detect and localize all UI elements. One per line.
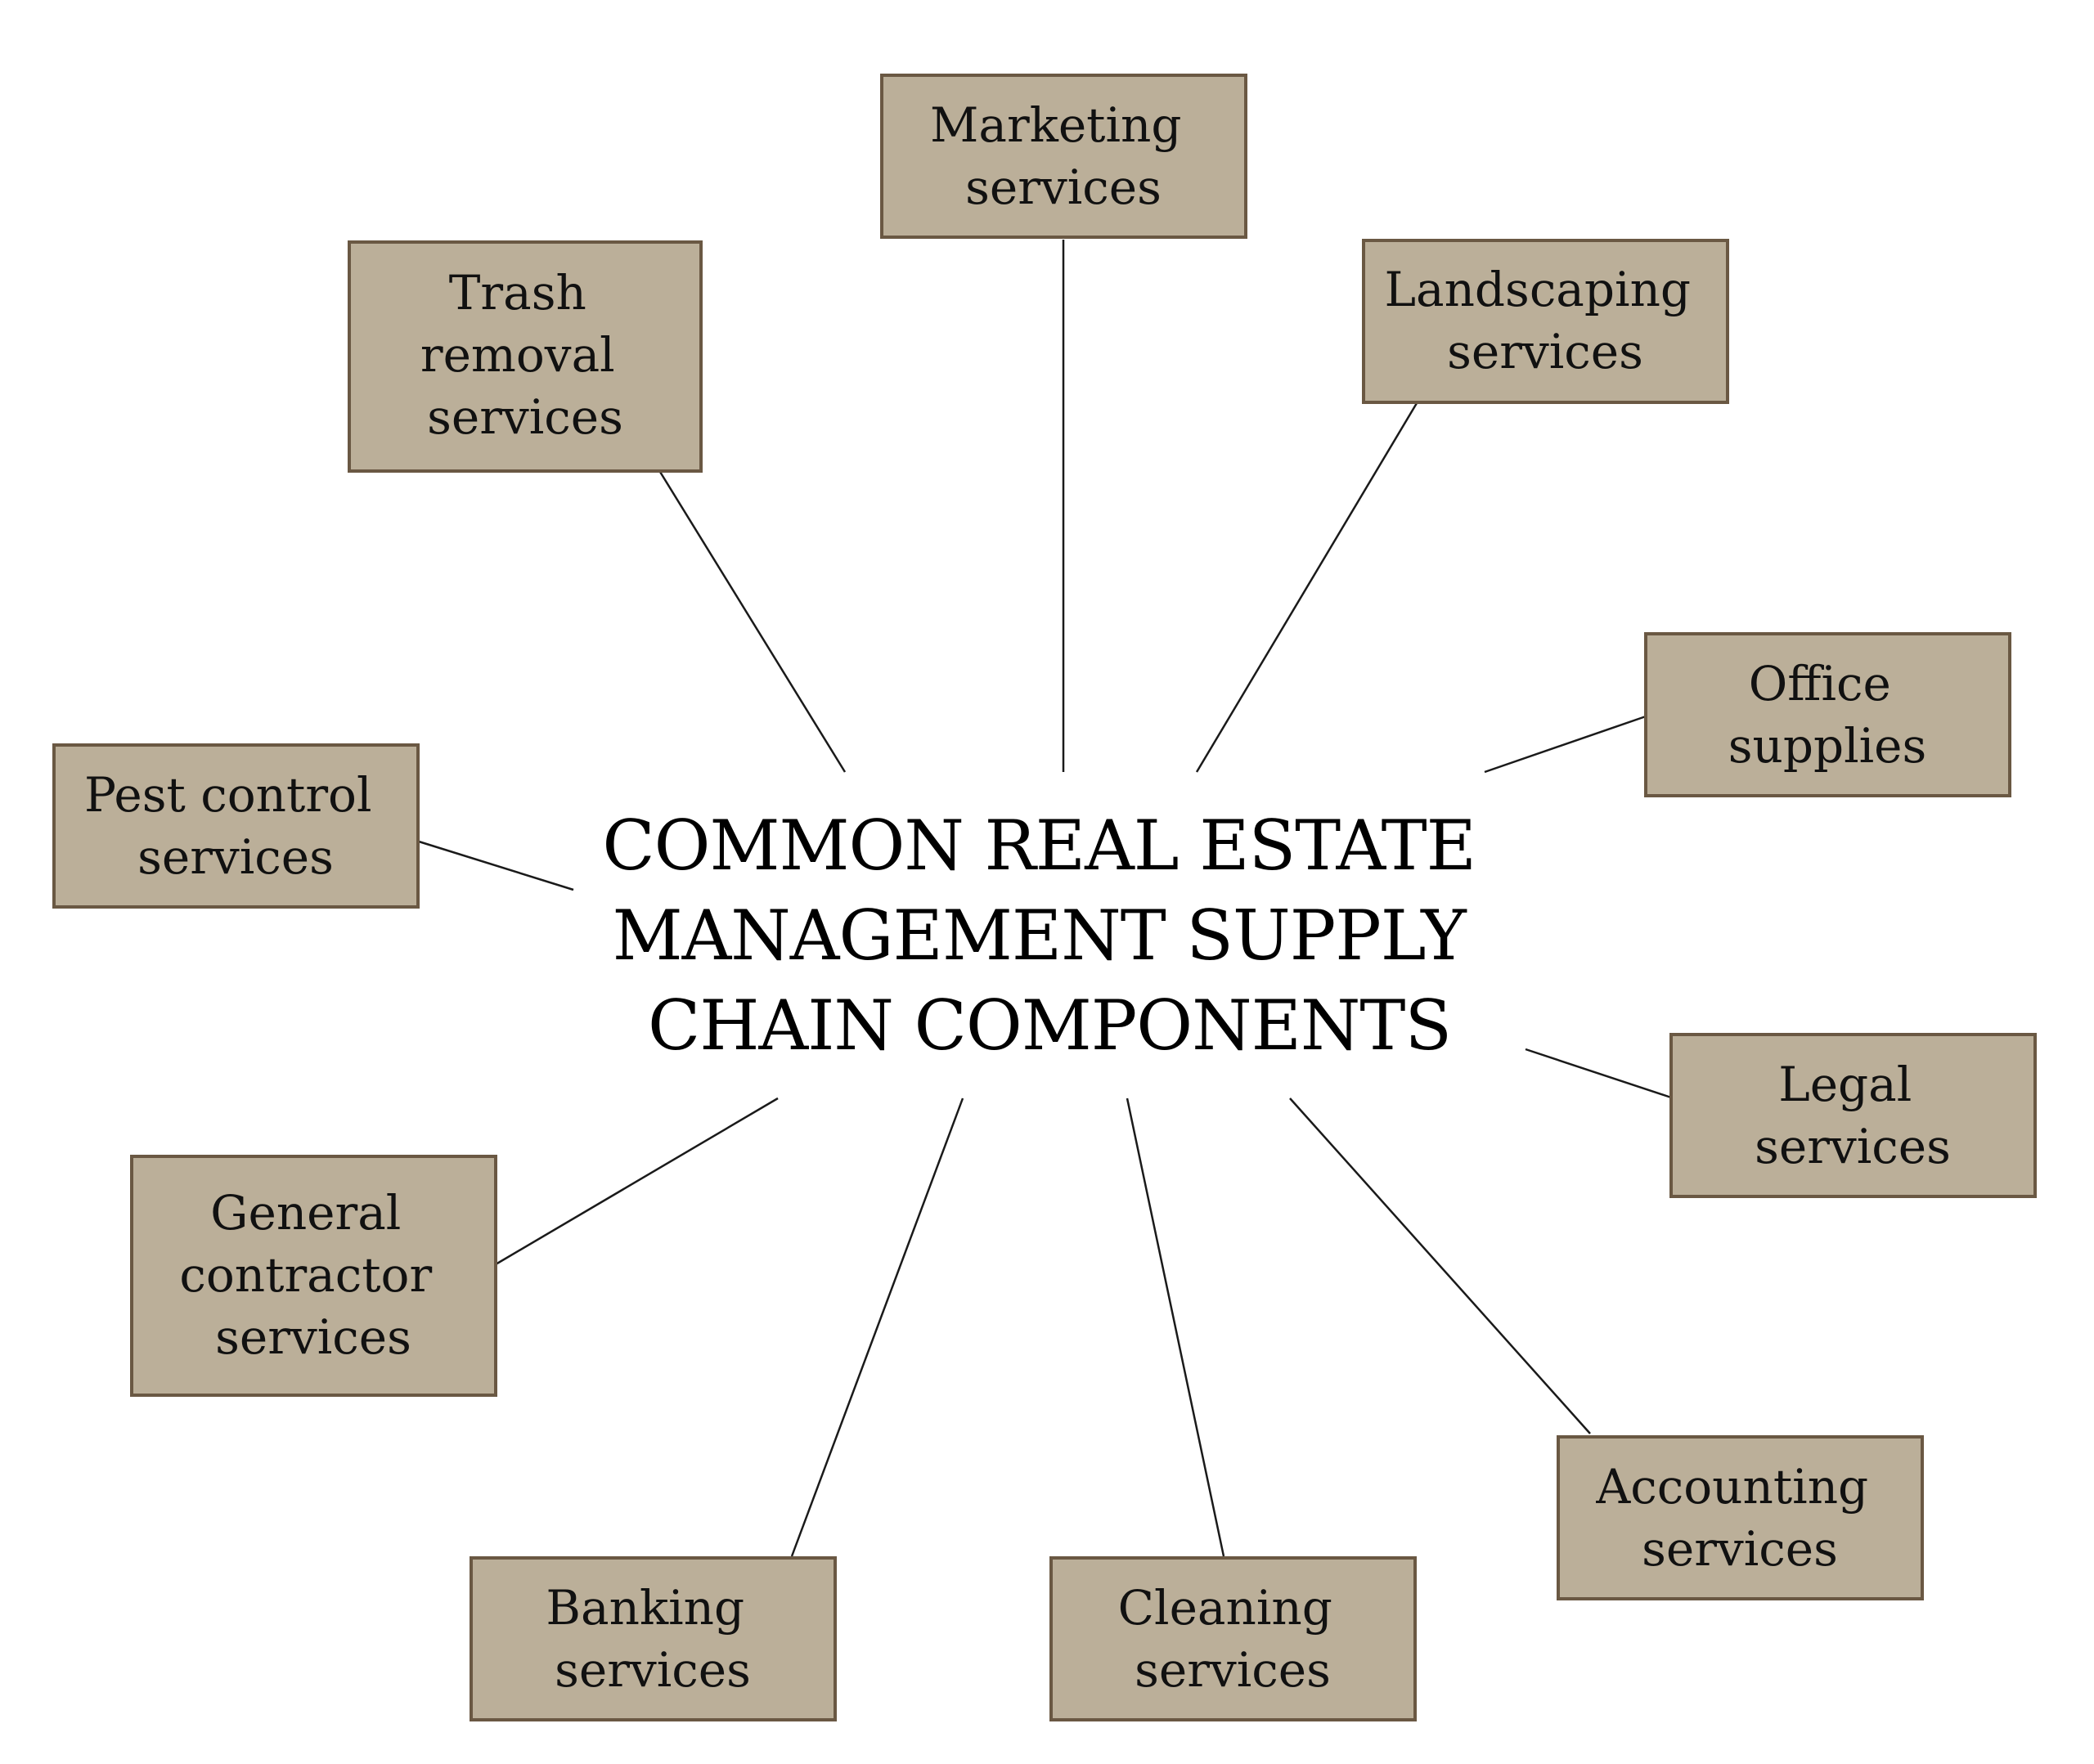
node-label-line: removal [420,327,615,383]
node-trash-removal: Trash removal services [348,240,703,473]
node-box [1362,239,1729,404]
node-label-line: Legal [1778,1057,1912,1112]
node-label-line: services [137,829,334,885]
node-box [1669,1033,2037,1198]
node-box [130,1155,497,1397]
node-label-line: services [1447,324,1643,379]
node-box [1644,632,2011,797]
node-label-line: services [1755,1119,1951,1174]
node-label: Pest control services [84,767,387,885]
node-label: Banking services [546,1580,759,1698]
node-box [880,74,1247,239]
node-label-line: supplies [1728,718,1927,774]
node-box [1049,1556,1417,1721]
node-label: Cleaning services [1118,1580,1348,1698]
connectors [418,240,1672,1557]
node-accounting: Accounting services [1557,1435,1924,1600]
connector-landscaping [1195,402,1418,773]
node-label-line: contractor [179,1247,432,1303]
node-general-contractor: General contractor services [130,1155,497,1397]
node-label-line: services [427,389,623,445]
connector-pest-control [418,840,574,891]
connector-office-supplies [1484,715,1647,774]
node-label-line: Landscaping [1384,262,1691,317]
node-label-line: Office [1749,656,1891,711]
connector-trash-removal [658,471,847,773]
connector-banking [790,1097,964,1557]
node-pest-control: Pest control services [52,743,420,909]
connector-general-contractor [495,1097,779,1266]
node-label: Marketing services [930,97,1197,215]
center-title-line-2: MANAGEMENT SUPPLY [613,895,1468,976]
node-label: Accounting services [1595,1459,1883,1577]
node-label-line: services [1135,1642,1331,1698]
node-label-line: General [210,1185,401,1241]
node-label: Trash removal services [420,265,630,445]
connector-cleaning [1126,1097,1225,1557]
node-label: General contractor services [179,1185,447,1365]
node-label-line: Cleaning [1118,1580,1332,1636]
connector-legal [1525,1048,1672,1099]
node-marketing: Marketing services [880,74,1247,239]
node-label-line: services [1642,1521,1838,1577]
node-box [52,743,420,909]
center-title-line-1: COMMON REAL ESTATE [602,806,1476,886]
node-box [348,240,703,473]
node-office-supplies: Office supplies [1644,632,2011,797]
connector-accounting [1289,1097,1591,1434]
node-label: Office supplies [1728,656,1927,774]
node-landscaping: Landscaping services [1362,239,1729,404]
node-label-line: services [965,159,1162,215]
node-label-line: services [215,1309,411,1365]
node-label: Landscaping services [1384,262,1705,379]
node-box [470,1556,837,1721]
node-label: Legal services [1755,1057,1951,1174]
node-label-line: Pest control [84,767,372,823]
center-title-line-3: CHAIN COMPONENTS [648,985,1451,1066]
node-label-line: Accounting [1595,1459,1868,1515]
center-title: COMMON REAL ESTATE MANAGEMENT SUPPLY CHA… [602,806,1496,1066]
node-box [1557,1435,1924,1600]
node-label-line: Banking [546,1580,744,1636]
node-label-line: Marketing [930,97,1182,153]
node-label-line: Trash [449,265,586,321]
node-legal: Legal services [1669,1033,2037,1198]
node-label-line: services [555,1642,751,1698]
node-banking: Banking services [470,1556,837,1721]
node-cleaning: Cleaning services [1049,1556,1417,1721]
